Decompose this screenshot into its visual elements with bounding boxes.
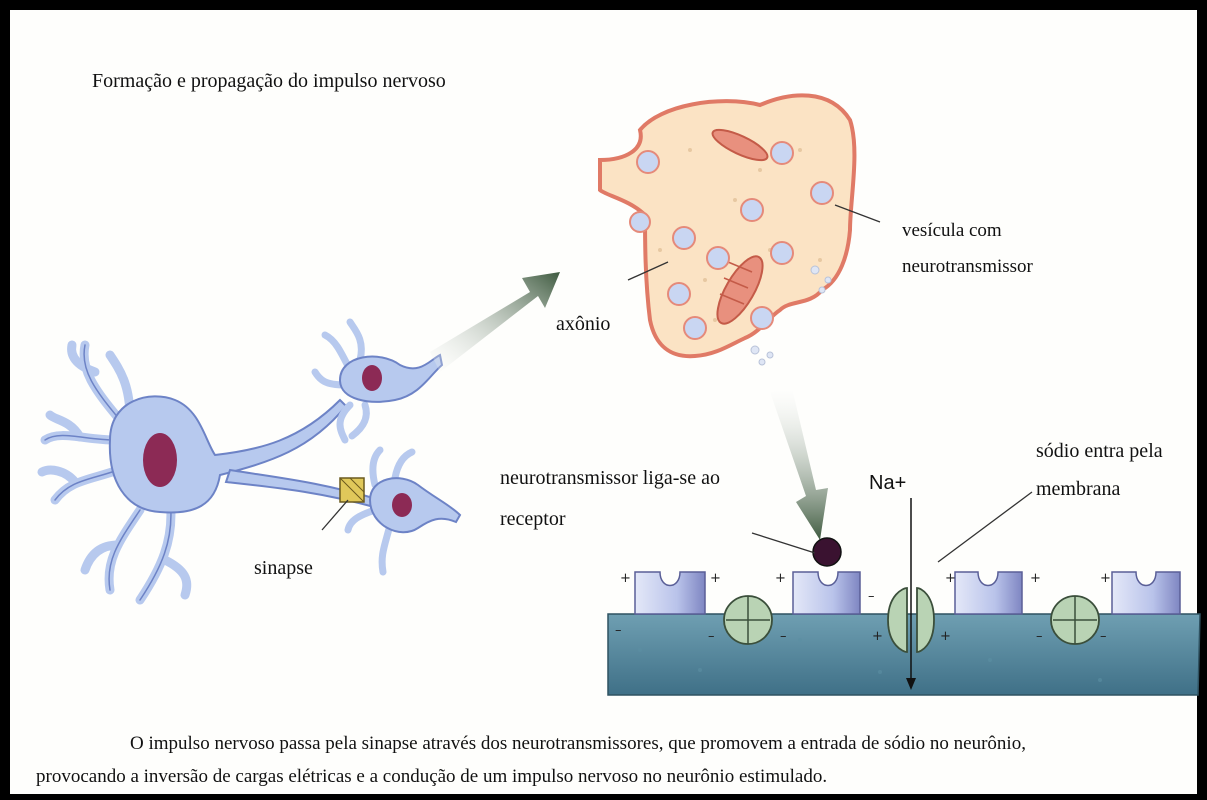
svg-text:+: +: [775, 571, 786, 586]
synapse-label: sinapse: [254, 557, 313, 580]
figure-title: Formação e propagação do impulso nervoso: [92, 70, 446, 93]
svg-text:+: +: [872, 629, 883, 644]
svg-text:+: +: [940, 629, 951, 644]
svg-text:–: –: [615, 623, 622, 638]
caption-line2: provocando a inversão de cargas elétrica…: [36, 766, 827, 788]
postsynaptic-membrane: + + + + + + – + + – – – – –: [608, 498, 1200, 695]
svg-text:+: +: [620, 571, 631, 586]
lower-target-neuron: [348, 450, 460, 572]
vesicle-label-line2: neurotransmissor: [902, 256, 1033, 278]
receptor-leader-line: [752, 533, 815, 553]
sodium-ion-label: Na+: [869, 472, 906, 495]
svg-text:+: +: [945, 571, 956, 586]
sodium-leader-line: [938, 492, 1032, 562]
caption-line1: O impulso nervoso passa pela sinapse atr…: [130, 733, 1026, 755]
axon-terminal: [600, 95, 854, 365]
sodium-label-line1: sódio entra pela: [1036, 440, 1163, 463]
svg-text:–: –: [1036, 629, 1043, 644]
synapse-leader-line: [322, 500, 348, 530]
svg-text:+: +: [1100, 571, 1111, 586]
upper-target-neuron: [315, 322, 442, 440]
svg-text:+: +: [1030, 571, 1041, 586]
binds-label-line1: neurotransmissor liga-se ao: [500, 467, 720, 490]
vesicle-label-line1: vesícula com: [902, 220, 1002, 242]
svg-text:–: –: [1100, 629, 1107, 644]
binds-label-line2: receptor: [500, 508, 566, 531]
axon-label: axônio: [556, 313, 610, 336]
svg-text:+: +: [710, 571, 721, 586]
svg-text:–: –: [868, 589, 875, 604]
zoom-arrow-membrane: [770, 388, 828, 540]
sodium-label-line2: membrana: [1036, 478, 1120, 501]
svg-text:–: –: [708, 629, 715, 644]
zoom-arrow-terminal: [430, 272, 560, 372]
svg-text:–: –: [780, 629, 787, 644]
bound-neurotransmitter: [813, 538, 841, 566]
